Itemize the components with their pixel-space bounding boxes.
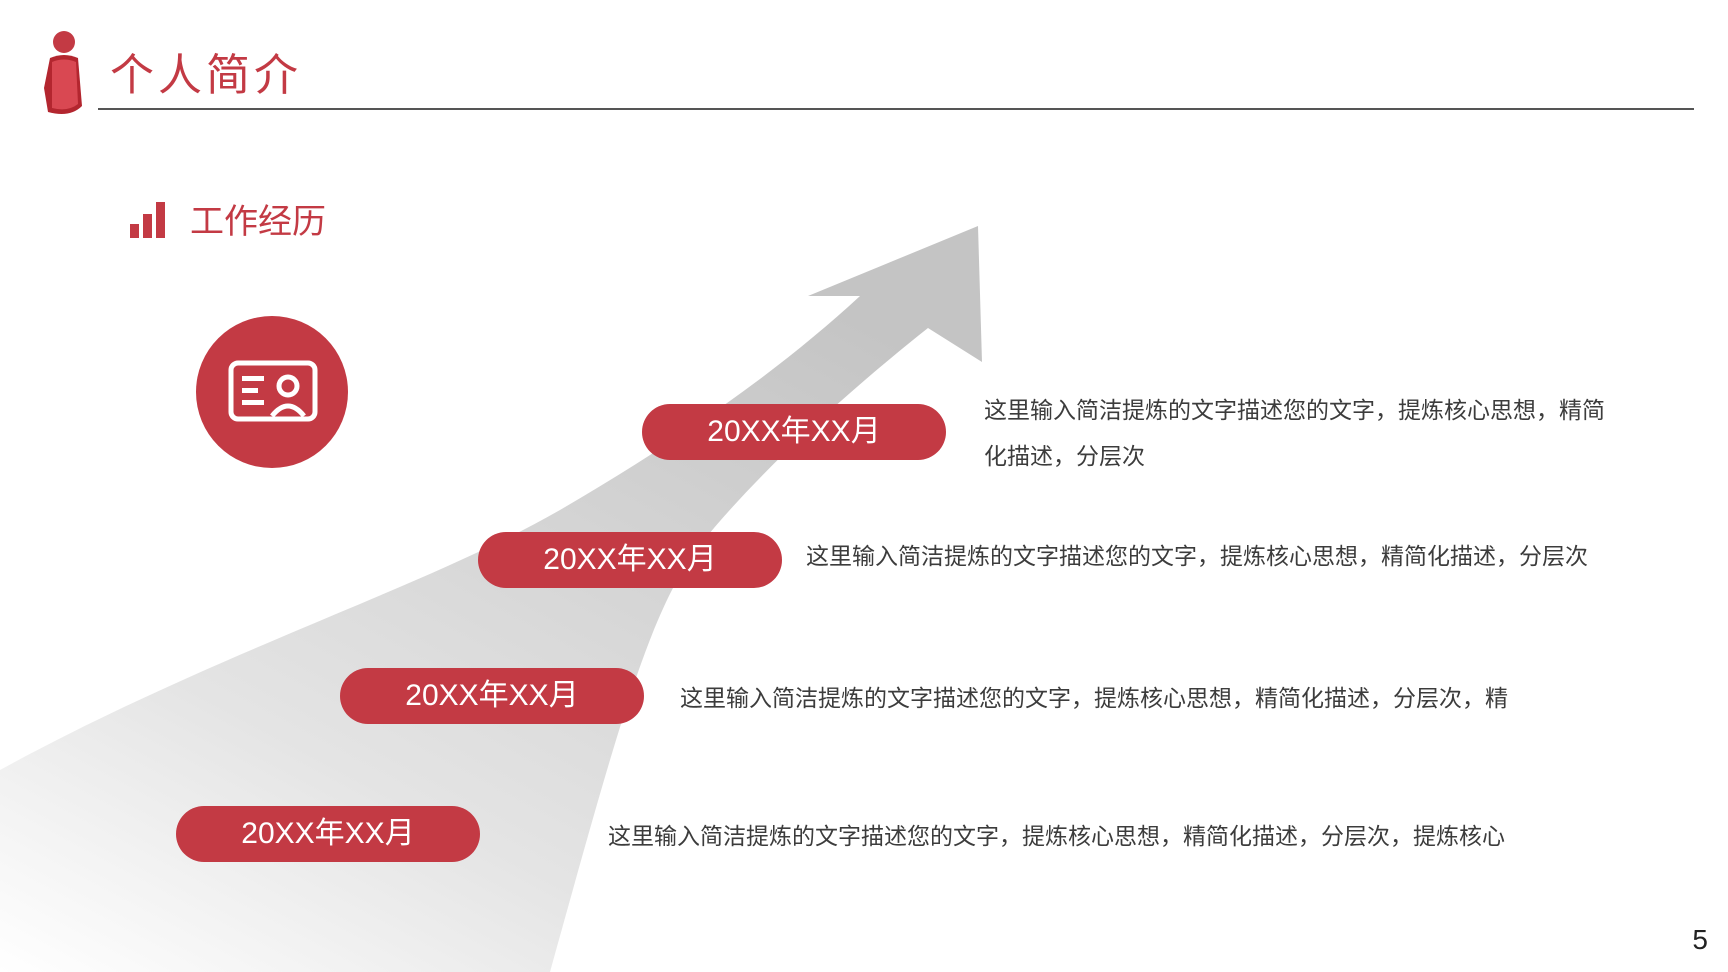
id-badge-circle [196,316,348,468]
timeline-date-2: 20XX年XX月 [478,532,782,588]
title-divider [98,108,1694,110]
timeline-description-4: 这里输入简洁提炼的文字描述您的文字，提炼核心思想，精简化描述，分层次，提炼核心 [608,824,1505,850]
timeline-description-3: 这里输入简洁提炼的文字描述您的文字，提炼核心思想，精简化描述，分层次，精 [680,686,1508,712]
person-icon [44,31,82,114]
timeline-description-1: 这里输入简洁提炼的文字描述您的文字，提炼核心思想，精简化描述，分层次 [984,398,1605,470]
page-number: 5 [1692,924,1708,955]
timeline-date-3: 20XX年XX月 [340,668,644,724]
timeline-date-4: 20XX年XX月 [176,806,480,862]
timeline-description-2: 这里输入简洁提炼的文字描述您的文字，提炼核心思想，精简化描述，分层次 [806,544,1588,570]
timeline-date-1: 20XX年XX月 [642,404,946,460]
section-title: 工作经历 [190,202,326,242]
id-card-icon [228,360,318,422]
bar-chart-icon [130,202,165,238]
page-title: 个人简介 [110,50,302,101]
